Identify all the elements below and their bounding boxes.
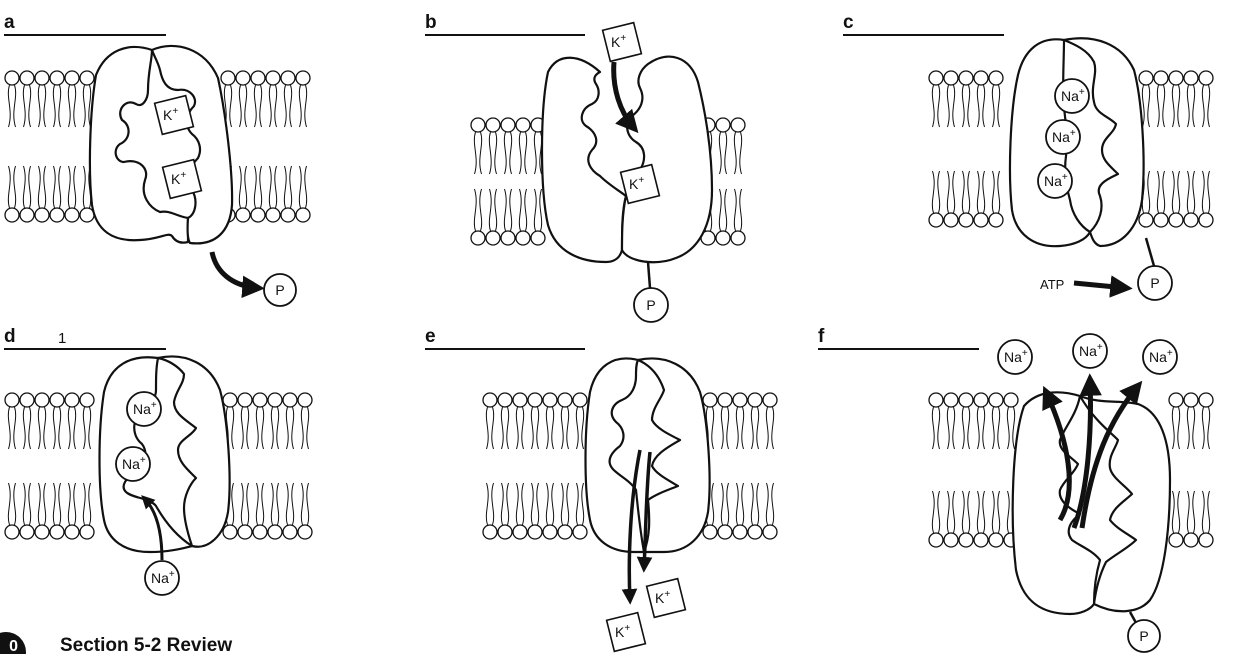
panel-b-pump bbox=[542, 57, 712, 263]
lipid-bilayer bbox=[5, 393, 94, 539]
panel-e-label: e bbox=[425, 326, 585, 349]
na-ion-c3: Na+ bbox=[1038, 164, 1072, 198]
panel-a-label: a bbox=[4, 12, 166, 35]
svg-text:b: b bbox=[425, 12, 437, 33]
lipid-bilayer bbox=[929, 393, 1018, 547]
svg-text:d: d bbox=[4, 326, 16, 347]
svg-text:ATP: ATP bbox=[1040, 277, 1064, 292]
phosphate-f: P bbox=[1128, 620, 1160, 652]
na-ion-c1: Na+ bbox=[1055, 79, 1089, 113]
k-ion-b2: K+ bbox=[621, 165, 660, 204]
panel-d-label: d 1 bbox=[4, 326, 166, 349]
na-ion-f1: Na+ bbox=[998, 340, 1032, 374]
lipid-bilayer bbox=[1139, 71, 1213, 227]
svg-text:c: c bbox=[843, 12, 854, 33]
svg-text:P: P bbox=[275, 282, 284, 298]
svg-text:e: e bbox=[425, 326, 436, 347]
release-arrow-a bbox=[212, 252, 258, 288]
k-ion-a1: K+ bbox=[155, 96, 194, 135]
svg-text:P: P bbox=[1139, 628, 1148, 644]
lipid-bilayer bbox=[483, 393, 587, 539]
lipid-bilayer bbox=[471, 118, 545, 245]
phosphate-stalk-c bbox=[1146, 238, 1154, 266]
phosphate-c: P bbox=[1138, 266, 1172, 300]
na-ion-f3: Na+ bbox=[1143, 340, 1177, 374]
panel-d-answer: 1 bbox=[58, 330, 66, 347]
svg-text:f: f bbox=[818, 326, 825, 347]
lipid-bilayer bbox=[929, 71, 1003, 227]
phosphate-b: P bbox=[634, 288, 668, 322]
na-ion-d1: Na+ bbox=[127, 392, 161, 426]
lipid-bilayer bbox=[223, 393, 312, 539]
panel-a-pump bbox=[90, 46, 232, 243]
svg-text:P: P bbox=[1150, 275, 1159, 291]
na-ion-d2: Na+ bbox=[116, 447, 150, 481]
k-ion-e2: K+ bbox=[607, 613, 646, 652]
k-ion-e1: K+ bbox=[647, 579, 686, 618]
lipid-bilayer bbox=[221, 71, 310, 222]
na-ion-c2: Na+ bbox=[1046, 120, 1080, 154]
lipid-bilayer bbox=[1169, 393, 1213, 547]
panel-c-label: c bbox=[843, 12, 1004, 35]
lipid-bilayer bbox=[5, 71, 94, 222]
na-ion-d3: Na+ bbox=[145, 561, 179, 595]
atp-arrow bbox=[1074, 283, 1126, 288]
lipid-bilayer bbox=[703, 393, 777, 539]
atp-label: ATP bbox=[1040, 277, 1064, 292]
page-number-badge: 0 bbox=[0, 632, 26, 654]
section-title: Section 5-2 Review bbox=[60, 635, 232, 654]
panel-b-label: b bbox=[425, 12, 585, 35]
phosphate-a: P bbox=[264, 274, 296, 306]
phosphate-stalk-b bbox=[648, 262, 650, 288]
k-ion-a2: K+ bbox=[163, 160, 202, 199]
svg-text:a: a bbox=[4, 12, 15, 33]
section-footer: 0 Section 5-2 Review bbox=[0, 630, 320, 654]
na-ion-f2: Na+ bbox=[1073, 334, 1107, 368]
panel-f-label: f bbox=[818, 326, 979, 349]
svg-text:P: P bbox=[646, 297, 655, 313]
k-ion-b1: K+ bbox=[603, 23, 642, 62]
